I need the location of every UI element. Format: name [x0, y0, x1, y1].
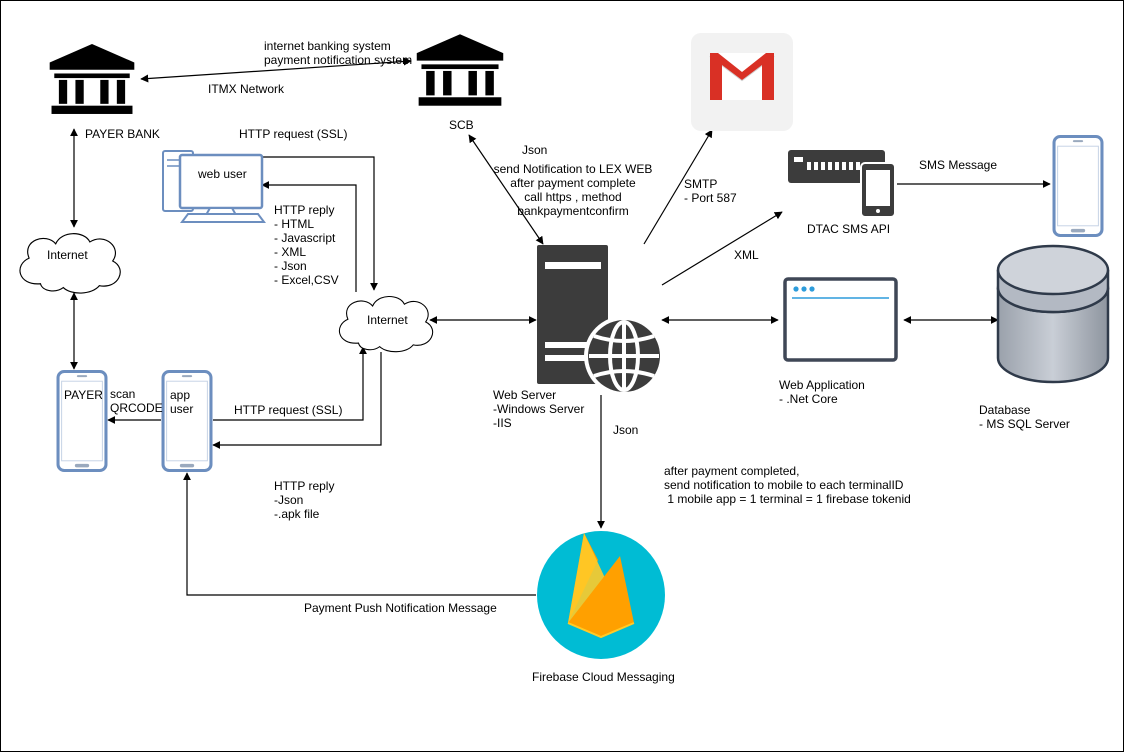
- gmail-node: [691, 33, 793, 131]
- smtp-line-2: - Port 587: [684, 191, 737, 205]
- database-cylinder-icon: [996, 244, 1110, 384]
- sms-gateway-icon: [788, 150, 896, 218]
- internet-left-label: Internet: [47, 248, 88, 262]
- payer-phone-label: PAYER: [64, 388, 103, 402]
- dtac-sms-api-label: DTAC SMS API: [807, 222, 890, 236]
- http-reply-web-line-5: - Json: [274, 259, 307, 273]
- scb-notification-line-3: call https , method: [524, 190, 621, 204]
- globe-icon: [584, 316, 664, 396]
- mobile-phone-icon: [56, 370, 108, 472]
- web-server-node: Web Server -Windows Server -IIS: [493, 245, 664, 430]
- xml-edge: [661, 211, 783, 286]
- payer-bank-node: PAYER BANK: [49, 44, 160, 141]
- web-server-line-2: -Windows Server: [493, 402, 584, 416]
- database-line-2: - MS SQL Server: [979, 417, 1070, 431]
- sms-phone-node: [1052, 135, 1104, 237]
- browser-window-icon: [783, 277, 898, 362]
- firebase-node: Firebase Cloud Messaging: [532, 531, 675, 684]
- web-user-label: web user: [197, 167, 247, 181]
- bank-scb-label-line-1: internet banking system: [264, 39, 391, 53]
- web-application-node: Web Application - .Net Core: [779, 277, 898, 406]
- database-line-1: Database: [979, 403, 1031, 417]
- connectors: [70, 57, 1051, 596]
- payer-phone-node: PAYER: [56, 370, 108, 472]
- gmail-icon: [709, 53, 775, 100]
- cloud-icon: [19, 233, 121, 294]
- app-user-request-edge: [213, 346, 367, 421]
- sms-message-label: SMS Message: [919, 158, 997, 172]
- scb-node: SCB: [416, 34, 504, 132]
- http-reply-app-line-1: HTTP reply: [274, 479, 334, 493]
- database-node: Database - MS SQL Server: [979, 244, 1110, 431]
- web-server-line-1: Web Server: [493, 388, 556, 402]
- desktop-computer-icon: [162, 150, 266, 223]
- app-user-line-1: app: [170, 388, 190, 402]
- app-user-reply-edge: [212, 352, 382, 449]
- internet-center-node: Internet: [338, 295, 434, 353]
- smtp-edge: [643, 129, 713, 245]
- scan-qrcode-line-1: scan: [110, 387, 135, 401]
- scb-notification-line-4: bankpaymentconfirm: [517, 204, 628, 218]
- internet-center-label: Internet: [367, 313, 408, 327]
- mobile-phone-icon: [1052, 135, 1104, 237]
- http-reply-app-line-2: -Json: [274, 493, 303, 507]
- scan-qrcode-line-2: QRCODE: [110, 401, 163, 415]
- push-notification-edge: [183, 472, 536, 596]
- http-request-web-label: HTTP request (SSL): [239, 127, 347, 141]
- http-reply-web-line-6: - Excel,CSV: [274, 273, 339, 287]
- internet-left-node: Internet: [19, 233, 121, 294]
- scb-notification-line-2: after payment complete: [510, 176, 636, 190]
- app-user-node: app user: [161, 370, 213, 472]
- itmx-network-edge: [140, 57, 412, 83]
- web-server-line-3: -IIS: [493, 416, 512, 430]
- dtac-sms-api-node: DTAC SMS API: [788, 150, 896, 236]
- push-notification-label: Payment Push Notification Message: [304, 601, 497, 615]
- fcm-note-line-2: send notification to mobile to each term…: [664, 478, 904, 492]
- fcm-note-line-1: after payment completed,: [664, 464, 799, 478]
- http-reply-web-line-1: HTTP reply: [274, 203, 334, 217]
- http-request-app-label: HTTP request (SSL): [234, 403, 342, 417]
- firebase-label: Firebase Cloud Messaging: [532, 670, 675, 684]
- edge-labels: internet banking system payment notifica…: [110, 39, 997, 615]
- server-json-label: Json: [613, 423, 638, 437]
- web-user-request-edge: [262, 156, 378, 291]
- scb-server-edge: [468, 134, 544, 245]
- web-user-reply-edge: [261, 181, 357, 292]
- http-reply-app-line-3: -.apk file: [274, 507, 320, 521]
- app-user-line-2: user: [170, 402, 193, 416]
- payer-bank-label: PAYER BANK: [85, 127, 160, 141]
- scb-label: SCB: [449, 118, 474, 132]
- scb-json-label: Json: [522, 143, 547, 157]
- fcm-note-line-3: 1 mobile app = 1 terminal = 1 firebase t…: [664, 492, 911, 506]
- http-reply-web-line-4: - XML: [274, 245, 306, 259]
- web-application-line-1: Web Application: [779, 378, 865, 392]
- itmx-network-label: ITMX Network: [208, 82, 285, 96]
- xml-label: XML: [734, 248, 759, 262]
- bank-scb-label-line-2: payment notification system: [264, 53, 412, 67]
- http-reply-web-line-3: - Javascript: [274, 231, 336, 245]
- smtp-line-1: SMTP: [684, 177, 717, 191]
- scb-notification-line-1: send Notification to LEX WEB: [494, 162, 653, 176]
- http-reply-web-line-2: - HTML: [274, 217, 314, 231]
- mobile-phone-icon: [161, 370, 213, 472]
- firebase-flame-icon: [567, 533, 635, 639]
- web-user-node: web user: [162, 150, 266, 223]
- web-application-line-2: - .Net Core: [779, 392, 838, 406]
